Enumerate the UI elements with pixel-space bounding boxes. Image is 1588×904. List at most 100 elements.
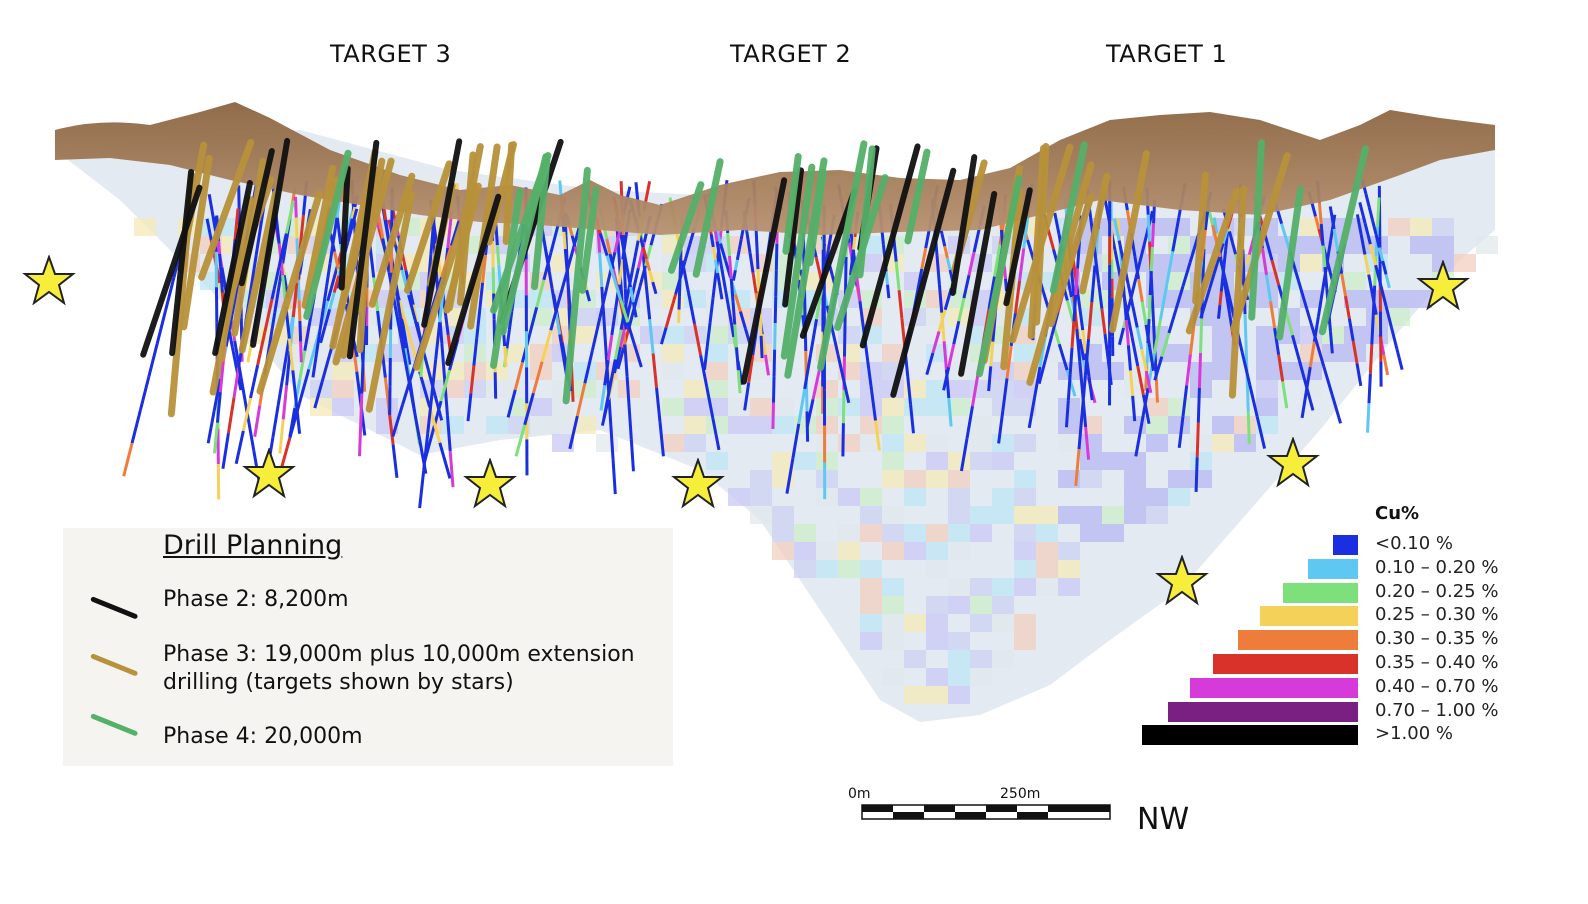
drillhole-segment — [321, 286, 329, 310]
drillhole-segment — [1328, 331, 1334, 354]
drillhole-segment — [331, 217, 339, 241]
planned-drillhole — [301, 164, 337, 310]
drillhole-segment — [1144, 370, 1153, 394]
planned-drillhole — [1009, 143, 1074, 344]
grade-block — [1146, 506, 1168, 524]
grade-block — [794, 560, 816, 578]
grade-block — [948, 506, 970, 524]
drillhole-segment — [281, 385, 289, 420]
grade-block — [1388, 290, 1410, 308]
drillhole-segment — [683, 244, 692, 262]
grade-block — [1014, 524, 1036, 542]
drillhole-segment — [563, 248, 569, 267]
drillhole-segment — [296, 279, 301, 301]
drillhole-segment — [1228, 231, 1234, 244]
drillhole-segment — [1359, 234, 1367, 255]
drillhole-segment — [1100, 308, 1107, 335]
drillhole-segment — [1248, 384, 1259, 418]
drillhole-segment — [999, 229, 1004, 243]
drillhole-segment — [298, 350, 307, 380]
grade-block — [1014, 488, 1036, 506]
drillhole-segment — [1355, 363, 1363, 387]
drillhole-segment — [651, 281, 658, 295]
drillhole-segment — [1124, 319, 1130, 346]
drillhole-segment — [565, 266, 570, 284]
drillhole-segment — [1138, 244, 1146, 262]
drillhole-segment — [263, 299, 274, 333]
drillhole-segment — [751, 272, 758, 294]
grade-block — [1080, 452, 1102, 470]
drillhole-segment — [438, 442, 452, 479]
grade-block — [1014, 506, 1036, 524]
grade-block — [970, 452, 992, 470]
drillhole-segment — [1134, 421, 1144, 457]
drillhole-segment — [947, 343, 956, 368]
grade-block — [376, 398, 398, 416]
drillhole-segment — [1077, 412, 1084, 450]
drillhole-segment — [962, 274, 971, 299]
drillhole-segment — [299, 341, 303, 363]
planned-drillhole — [1003, 187, 1033, 307]
grade-block — [1058, 542, 1080, 560]
drillhole-segment — [831, 329, 840, 355]
drillhole-segment — [391, 444, 399, 479]
drillhole-segment — [239, 377, 249, 415]
drillhole-segment — [738, 311, 747, 329]
drillhole-segment — [648, 270, 655, 283]
grade-block — [926, 470, 948, 488]
grade-block — [1410, 218, 1432, 236]
grade-block — [1080, 470, 1102, 488]
drillhole-segment — [297, 300, 302, 322]
grade-block — [1168, 416, 1190, 434]
planned-drillhole — [502, 141, 516, 245]
grade-block — [926, 452, 948, 470]
grade-block — [948, 668, 970, 686]
drillhole-segment — [294, 217, 299, 239]
planned-drillhole — [421, 138, 463, 328]
drillhole-segment — [1022, 215, 1030, 249]
grade-block — [574, 416, 596, 434]
drillhole-segment — [1323, 267, 1329, 289]
grade-block — [816, 470, 838, 488]
drillhole-segment — [1310, 203, 1317, 217]
grade-block — [1058, 416, 1080, 434]
drillhole-segment — [638, 235, 645, 248]
drillhole-segment — [550, 288, 558, 312]
grade-block — [1168, 254, 1190, 272]
drillhole-segment — [427, 369, 437, 396]
grade-block — [1388, 218, 1410, 236]
grade-block — [640, 290, 662, 308]
grade-block — [1014, 542, 1036, 560]
drillhole-segment — [1363, 222, 1372, 245]
grade-block — [882, 344, 904, 362]
grade-block — [970, 416, 992, 434]
drillhole-segment — [702, 345, 709, 370]
drillhole-segment — [418, 371, 432, 408]
drillhole-segment — [1208, 272, 1216, 289]
drillhole-segment — [797, 388, 807, 425]
planned-drillhole — [256, 190, 323, 395]
grade-block — [1102, 524, 1124, 542]
drillhole-segment — [626, 271, 633, 288]
drillhole-segment — [1260, 248, 1268, 276]
grade-block — [882, 434, 904, 452]
planned-drillhole — [904, 148, 931, 245]
grade-block — [992, 578, 1014, 596]
planned-drillhole — [403, 160, 453, 294]
grade-block — [816, 542, 838, 560]
drillhole-segment — [314, 331, 322, 355]
drillhole-segment — [1130, 336, 1140, 367]
grade-block — [750, 470, 772, 488]
drillhole-segment — [1033, 366, 1042, 398]
drillhole-segment — [598, 232, 609, 257]
drillhole-segment — [494, 224, 499, 246]
drillhole-segment — [809, 318, 819, 355]
grade-block — [882, 668, 904, 686]
grade-block — [1080, 506, 1102, 524]
grade-block — [1124, 488, 1146, 506]
planned-drillhole — [784, 157, 828, 379]
grade-block — [1212, 344, 1234, 362]
planned-drillhole — [1047, 193, 1095, 328]
drillhole-segment — [217, 241, 222, 255]
drillhole-segment — [759, 335, 764, 359]
